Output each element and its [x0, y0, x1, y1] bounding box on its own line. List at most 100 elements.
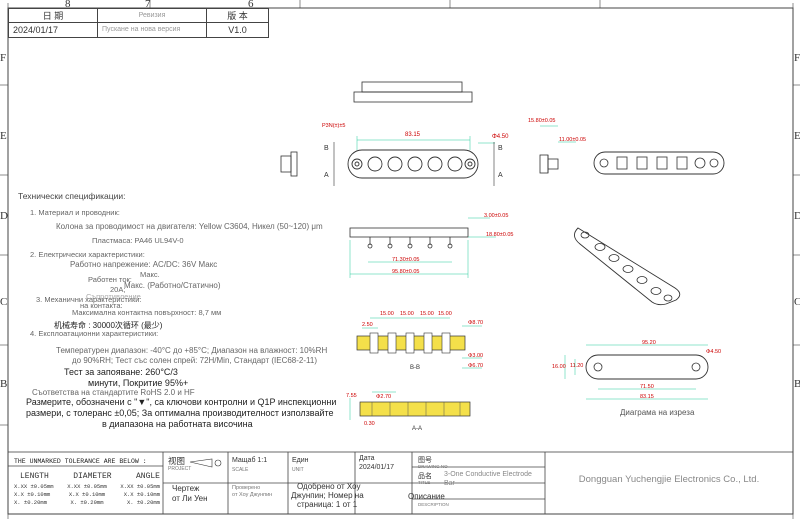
approved-label: Одобрено от Хоу — [297, 482, 361, 491]
back-view-bar — [593, 151, 725, 175]
spec-4-solder2: минути, Покритие 95%+ — [88, 378, 189, 388]
spec-4-note3: в диапазона на работната височина — [102, 419, 253, 429]
tolerance-row: X. ±0.20mm X. ±0.20mm X. ±0.20mm — [14, 499, 160, 506]
section-label-bb: B-B — [410, 365, 421, 371]
rev-date-label: 日 期 — [8, 8, 98, 23]
spec-4-solder1: Тест за запояване: 260°C/3 — [64, 367, 178, 377]
view-sub: PROJECT — [168, 466, 192, 472]
spec-4-line1: Температурен диапазон: -40°C до +85°C; Д… — [56, 346, 328, 355]
page-number: страница: 1 от 1 — [297, 500, 358, 509]
dim-15-00-d: 15.00 — [438, 311, 452, 317]
zone-left-d: D — [0, 210, 8, 222]
date-label: Дата — [359, 455, 375, 462]
checked-value: от Хоу Джунпин — [232, 492, 273, 498]
dim-phi-4-5: Φ4.50 — [492, 134, 509, 140]
spec-3-line1: Максимална контактна повърхност: 8,7 мм — [72, 308, 222, 317]
dim-15-80: 15.80±0.05 — [528, 118, 556, 124]
zone-right-c: C — [794, 296, 800, 308]
dim-18-80: 18.80±0.05 — [486, 232, 514, 238]
dim-83-15-b: 83.15 — [640, 394, 654, 400]
side-view-right — [539, 125, 576, 174]
section-b-b — [356, 317, 482, 369]
spec-3-title: 3. Механични характеристики: — [36, 295, 142, 304]
spec-2-max: Макс. — [140, 270, 160, 279]
elevation-view — [349, 217, 496, 278]
dim-83-15: 83.15 — [405, 132, 421, 138]
drawing-no-label: 图号 — [418, 457, 432, 464]
rev-desc-label: Ревизия — [97, 8, 207, 23]
spec-2-current: Работен ток: — [88, 275, 132, 284]
product-name: 3-One Conductive Electrode Bar — [444, 471, 532, 487]
rev-version: V1.0 — [206, 22, 269, 38]
tol-header-diameter: DIAMETER — [73, 472, 112, 481]
unit-sub: UNIT — [292, 467, 304, 473]
tolerance-title: THE UNMARKED TOLERANCE ARE BELOW : — [14, 458, 147, 465]
front-view-bar — [333, 136, 495, 186]
dim-phi-2-70: Φ2.70 — [376, 394, 392, 400]
product-name-sub: TITLE — [418, 480, 431, 485]
tolerance-headers: LENGTH DIAMETER ANGLE — [20, 472, 160, 481]
zone-left-e: E — [0, 130, 7, 142]
drawn-label: Чертеж — [172, 484, 200, 493]
dim-3-00: 3.00±0.05 — [484, 213, 509, 219]
product-name-label: 品名 — [418, 473, 432, 480]
title-block-grid — [7, 451, 794, 515]
projection-symbol-icon — [189, 458, 222, 468]
spec-4-note1: Размерите, обозначени с "▼", са ключови … — [26, 397, 337, 407]
approved-value: Джунпин; Номер на — [291, 491, 364, 500]
zone-left-c: C — [0, 296, 8, 308]
dim-2-50: 2.50 — [362, 322, 373, 328]
dim-95-20: 95.20 — [642, 340, 656, 346]
unit-label: Един — [292, 457, 309, 464]
spec-1-line1: Колона за проводимост на двигателя: Yell… — [56, 222, 323, 231]
dim-pin: P3N(±)±5 — [322, 123, 346, 129]
spec-4-title: 4. Експлоатационни характеристики: — [30, 329, 159, 338]
zone-top-6: 6 — [248, 0, 254, 10]
rev-desc: Пускане на нова версия — [97, 22, 207, 38]
zone-ticks — [0, 0, 800, 426]
spec-1-title: 1. Материал и проводник: — [30, 208, 120, 217]
spec-4-line2: до 90%RH; Тест със солен спрей: 72H/Min,… — [72, 356, 317, 365]
dim-71-30: 71.30±0.05 — [392, 257, 420, 263]
spec-3-line2: 机械寿命 : 30000次循环 (最少) — [54, 321, 163, 330]
isometric-view — [574, 227, 681, 306]
zone-top-8: 8 — [65, 0, 71, 10]
dim-16-00: 16.00 — [552, 364, 566, 370]
scale-sub: SCALE — [232, 467, 249, 473]
spec-2-current-val: 20A; — [110, 285, 126, 294]
rev-date: 2024/01/17 — [8, 22, 98, 38]
dim-phi-8-70: Φ8.70 — [468, 320, 484, 326]
cutout-diagram-label: Диаграма на изреза — [620, 408, 695, 417]
dim-phi-6-70: Φ6.70 — [468, 363, 484, 369]
scale-label: Мащаб 1:1 — [232, 457, 268, 464]
spec-2-contact: Съпротивление — [86, 292, 141, 301]
dim-11-20: 11.20 — [570, 363, 584, 369]
zone-left-f: F — [0, 52, 7, 64]
spec-4-note2: размери, с толеранс ±0,05; За оптимална … — [26, 408, 334, 418]
dim-95-80: 95.80±0.05 — [392, 269, 420, 275]
dim-15-00-b: 15.00 — [400, 311, 414, 317]
spec-2-title: 2. Електрически характеристики: — [30, 250, 145, 259]
dim-7-55: 7.55 — [346, 393, 357, 399]
spec-4-rohs: Съответства на стандартите RoHS 2.0 и HF — [32, 388, 195, 397]
drawn-value: от Ли Уен — [172, 494, 208, 503]
tolerance-row: X.X ±0.10mm X.X ±0.10mm X.X ±0.10mm — [14, 491, 160, 498]
side-view-left — [280, 151, 298, 177]
revision-table: 日 期 Ревизия 版 本 2024/01/17 Пускане на но… — [8, 8, 269, 38]
cut-mark-b: B — [324, 145, 329, 152]
dim-15-00: 15.00 — [380, 311, 394, 317]
spec-3-sub: на контакта: — [80, 301, 123, 310]
dim-phi-3-00: Φ3.00 — [468, 353, 484, 359]
zone-top-7: 7 — [145, 0, 151, 10]
top-view-bar — [353, 81, 473, 103]
cut-mark-b-right: B — [498, 145, 503, 152]
description-label: Описание — [408, 492, 445, 501]
zone-right-f: F — [794, 52, 800, 64]
tol-header-angle: ANGLE — [135, 472, 160, 481]
section-a-a — [349, 391, 471, 420]
dim-15-00-c: 15.00 — [420, 311, 434, 317]
dim-0-30: 0.30 — [364, 421, 375, 427]
zone-left-b: B — [0, 378, 8, 390]
rev-ver-label: 版 本 — [206, 8, 269, 23]
